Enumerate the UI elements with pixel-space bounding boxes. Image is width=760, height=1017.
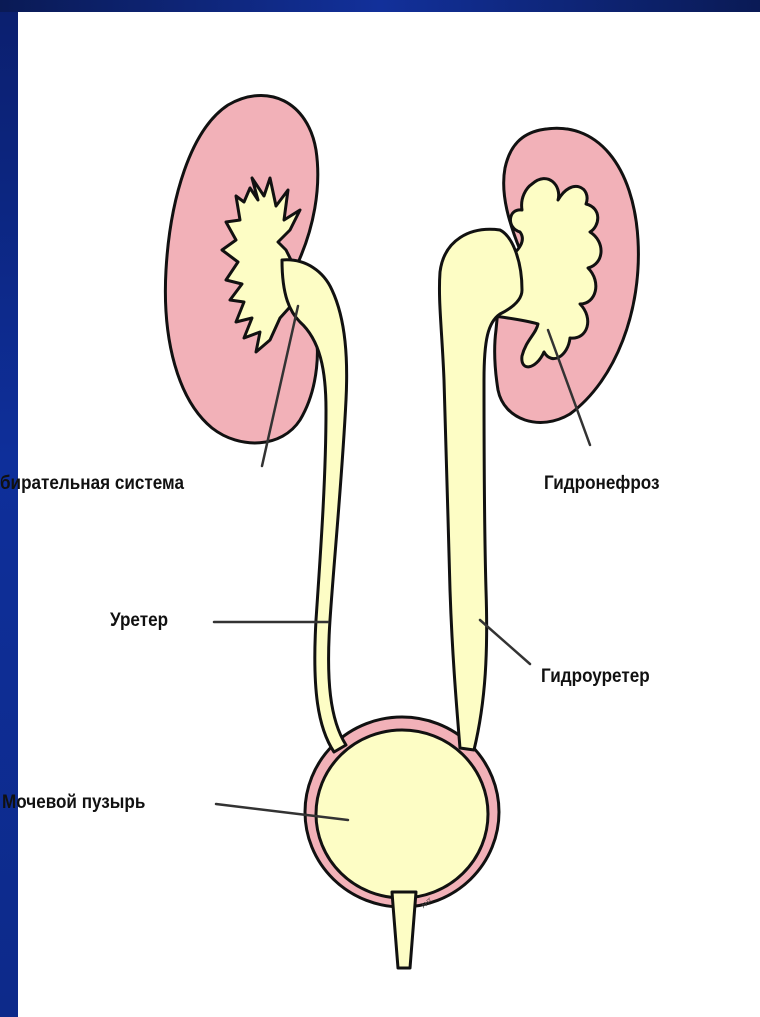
label-hydroureter: Гидроуретер (541, 667, 650, 686)
label-collecting-system: бирательная система (0, 474, 184, 493)
label-ureter: Уретер (110, 611, 168, 630)
right-ureter (439, 229, 522, 750)
label-hydronephrosis: Гидронефроз (544, 474, 659, 493)
urethra (392, 892, 416, 968)
label-bladder: Мочевой пузырь (2, 793, 145, 812)
bladder-lumen (316, 730, 488, 898)
